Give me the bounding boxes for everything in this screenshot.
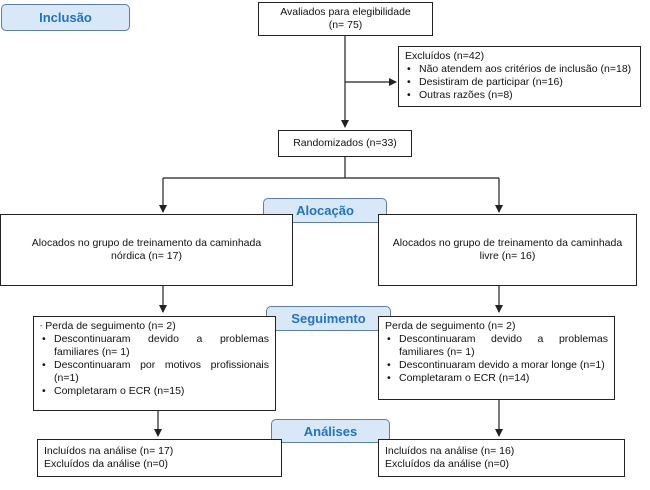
followup-right-list: Descontinuaram devido a problemas famili… (385, 333, 608, 385)
excluded-list: Não atendem aos critérios de inclusão (n… (405, 63, 634, 102)
followup-left-item: Completaram o ECR (n=15) (40, 385, 269, 398)
allocation-left-line1: Alocados no grupo de treinamento da cami… (31, 237, 262, 249)
stage-allocation-label: Alocação (296, 203, 354, 218)
allocation-left-line2: nórdica (n= 17) (111, 250, 182, 262)
stage-analysis-label: Análises (303, 423, 358, 439)
allocation-right-box: Alocados no grupo de treinamento da cami… (378, 214, 637, 286)
analysis-left-included: Incluídos na análise (n= 17) (44, 445, 174, 457)
followup-left-item: Descontinuaram devido a problemas famili… (40, 333, 269, 359)
followup-right-item: Completaram o ECR (n=14) (385, 372, 608, 385)
followup-left-item: Descontinuaram por motivos profissionais… (40, 359, 269, 385)
followup-right-item: Descontinuaram devido a problemas famili… (385, 333, 608, 359)
analysis-right-included: Incluídos na análise (n= 16) (385, 445, 515, 457)
followup-left-list: Descontinuaram devido a problemas famili… (40, 333, 269, 398)
followup-left-title: - Perda de seguimento (n= 2) (40, 320, 176, 332)
allocation-right-line1: Alocados no grupo de treinamento da cami… (392, 237, 623, 249)
assessed-line1: Avaliados para elegibilidade (280, 6, 411, 18)
excluded-item: Desistiram de participar (n=16) (405, 76, 634, 89)
analysis-left-excluded: Excluídos da análise (n=0) (44, 458, 169, 470)
allocation-right-line2: livre (n= 16) (479, 250, 536, 262)
allocation-left-box: Alocados no grupo de treinamento da cami… (0, 214, 293, 286)
randomized-label: Randomizados (n=33) (293, 137, 397, 149)
excluded-item: Não atendem aos critérios de inclusão (n… (405, 63, 634, 76)
followup-right-item: Descontinuaram devido a morar longe (n=1… (385, 359, 608, 372)
followup-right-title: Perda de seguimento (n= 2) (385, 320, 516, 332)
randomized-box: Randomizados (n=33) (278, 130, 412, 157)
stage-followup: Seguimento (266, 306, 391, 331)
analysis-right-box: Incluídos na análise (n= 16) Excluídos d… (378, 439, 625, 477)
assessed-box: Avaliados para elegibilidade (n= 75) (258, 2, 433, 36)
stage-followup-label: Seguimento (291, 311, 366, 326)
excluded-box: Excluídos (n=42) Não atendem aos critéri… (398, 46, 641, 107)
stage-analysis: Análises (271, 419, 390, 443)
followup-right-box: Perda de seguimento (n= 2) Descontinuara… (378, 316, 615, 400)
analysis-right-excluded: Excluídos da análise (n=0) (385, 458, 510, 470)
stage-inclusion-label: Inclusão (39, 10, 92, 25)
stage-inclusion: Inclusão (1, 4, 130, 31)
followup-left-box: - Perda de seguimento (n= 2) Descontinua… (33, 316, 276, 411)
analysis-left-box: Incluídos na análise (n= 17) Excluídos d… (37, 439, 282, 477)
excluded-item: Outras razões (n=8) (405, 89, 634, 102)
stage-allocation: Alocação (263, 198, 387, 223)
excluded-title: Excluídos (n=42) (405, 50, 485, 62)
assessed-line2: (n= 75) (328, 19, 363, 31)
